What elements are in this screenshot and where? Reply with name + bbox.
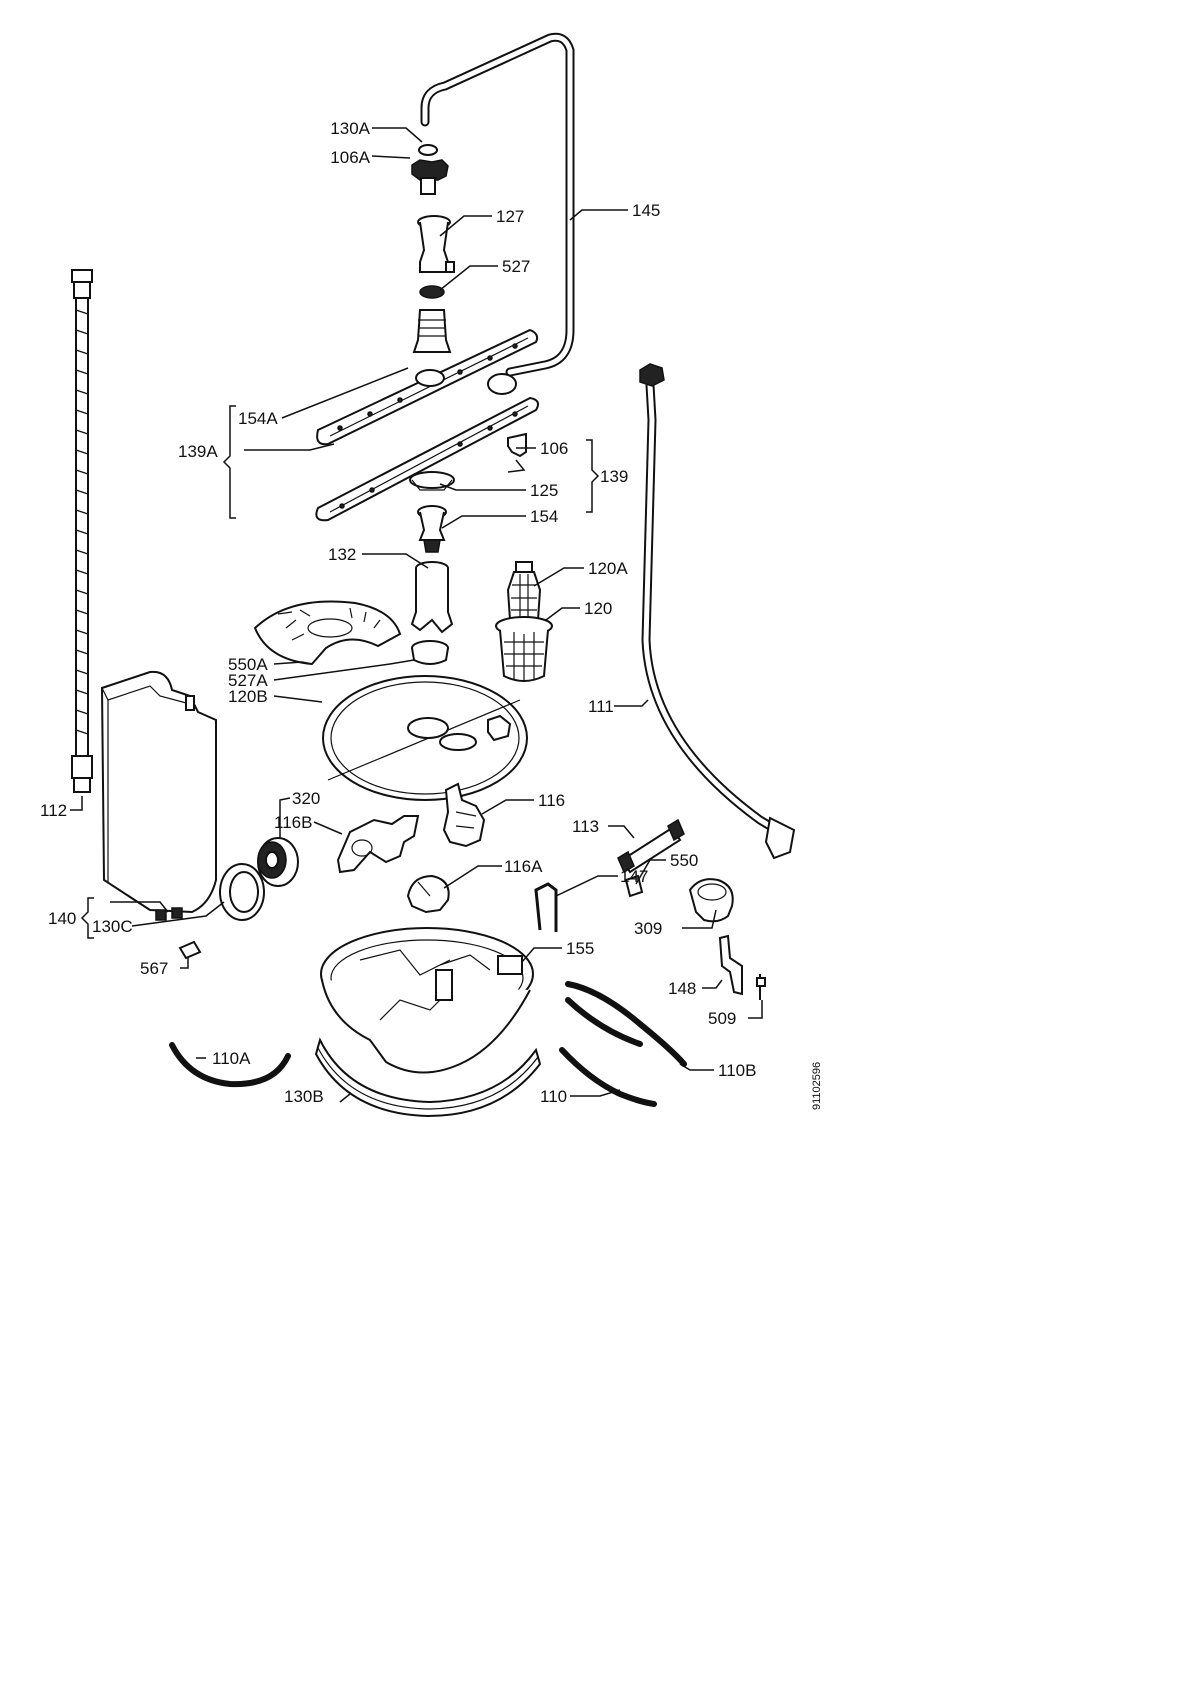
- part-550A-disc: [253, 600, 402, 666]
- label-139A: 139A: [178, 442, 218, 461]
- label-132: 132: [328, 545, 356, 564]
- part-130A-seal: [418, 144, 438, 156]
- label-106: 106: [540, 439, 568, 458]
- part-132-tube: [410, 561, 454, 634]
- part-113-valve: [617, 818, 685, 874]
- part-567-clip: [178, 940, 202, 960]
- part-140-water-softener: [100, 670, 217, 921]
- part-154-lower-hub: [417, 505, 447, 553]
- label-550: 550: [670, 851, 698, 870]
- label-154: 154: [530, 507, 558, 526]
- label-148: 148: [668, 979, 696, 998]
- label-125: 125: [530, 481, 558, 500]
- part-527-ring: [419, 285, 445, 299]
- group-brackets: [80, 405, 600, 939]
- part-154A-hub: [412, 309, 452, 353]
- label-120B: 120B: [228, 687, 268, 706]
- label-527A: 527A: [228, 671, 268, 690]
- part-110-hose: [559, 1047, 657, 1107]
- label-140: 140: [48, 909, 76, 928]
- label-130A: 130A: [330, 119, 370, 138]
- part-106A-nut: [411, 159, 449, 195]
- label-112: 112: [40, 801, 67, 820]
- label-320: 320: [292, 789, 320, 808]
- leader-lines: [70, 127, 763, 1103]
- label-111: 111: [588, 697, 614, 716]
- part-509-pin: [756, 974, 766, 1000]
- part-309-cap: [688, 878, 734, 923]
- label-106A: 106A: [330, 148, 370, 167]
- label-116B: 116B: [274, 813, 312, 832]
- document-code: 91102596: [811, 1062, 823, 1110]
- part-139-lower-spray-arm: [315, 396, 539, 522]
- label-139: 139: [600, 467, 628, 486]
- part-127-connector: [417, 215, 455, 273]
- part-527A-ring: [411, 640, 449, 665]
- part-139A-upper-spray-arm: [316, 328, 539, 446]
- part-148-bracket: [718, 934, 743, 996]
- part-120-filter: [495, 616, 553, 682]
- label-147: 147: [620, 867, 648, 886]
- part-111-inlet-hose: [639, 363, 796, 860]
- label-110B: 110B: [718, 1061, 756, 1080]
- part-116-housing: [442, 782, 486, 848]
- part-125-bearing: [409, 471, 455, 491]
- part-120A-filter-insert: [506, 561, 542, 621]
- label-154A: 154A: [238, 409, 278, 428]
- label-110: 110: [540, 1087, 567, 1106]
- label-309: 309: [634, 919, 662, 938]
- part-130B-seal: [314, 1037, 542, 1118]
- label-120A: 120A: [588, 559, 628, 578]
- part-320-pump-cover: [257, 837, 299, 887]
- part-112-supply-hose: [71, 269, 93, 793]
- part-130C-gasket: [219, 863, 265, 921]
- callout-labels: 130A 106A 127 145 527 154A 139A 106 139 …: [40, 119, 823, 1110]
- label-130B: 130B: [284, 1087, 324, 1106]
- label-509: 509: [708, 1009, 736, 1028]
- label-527: 527: [502, 257, 530, 276]
- label-116: 116: [538, 791, 565, 810]
- label-127: 127: [496, 207, 524, 226]
- part-147-clip: [534, 882, 558, 932]
- part-116B-housing: [336, 815, 420, 874]
- part-110A-hose: [169, 1042, 291, 1088]
- label-155: 155: [566, 939, 594, 958]
- label-130C: 130C: [92, 917, 133, 936]
- label-116A: 116A: [504, 857, 543, 876]
- part-155-sump: [320, 927, 534, 1074]
- part-110B-hose: [565, 981, 687, 1067]
- part-116A-cap: [406, 874, 450, 914]
- label-550A: 550A: [228, 655, 268, 674]
- label-567: 567: [140, 959, 168, 978]
- label-113: 113: [572, 817, 599, 836]
- part-145-supply-pipe: [420, 32, 575, 395]
- part-106-clip: [507, 432, 527, 458]
- part-120B-sump-plate: [322, 675, 528, 801]
- label-120: 120: [584, 599, 612, 618]
- label-145: 145: [632, 201, 660, 220]
- label-110A: 110A: [212, 1049, 251, 1068]
